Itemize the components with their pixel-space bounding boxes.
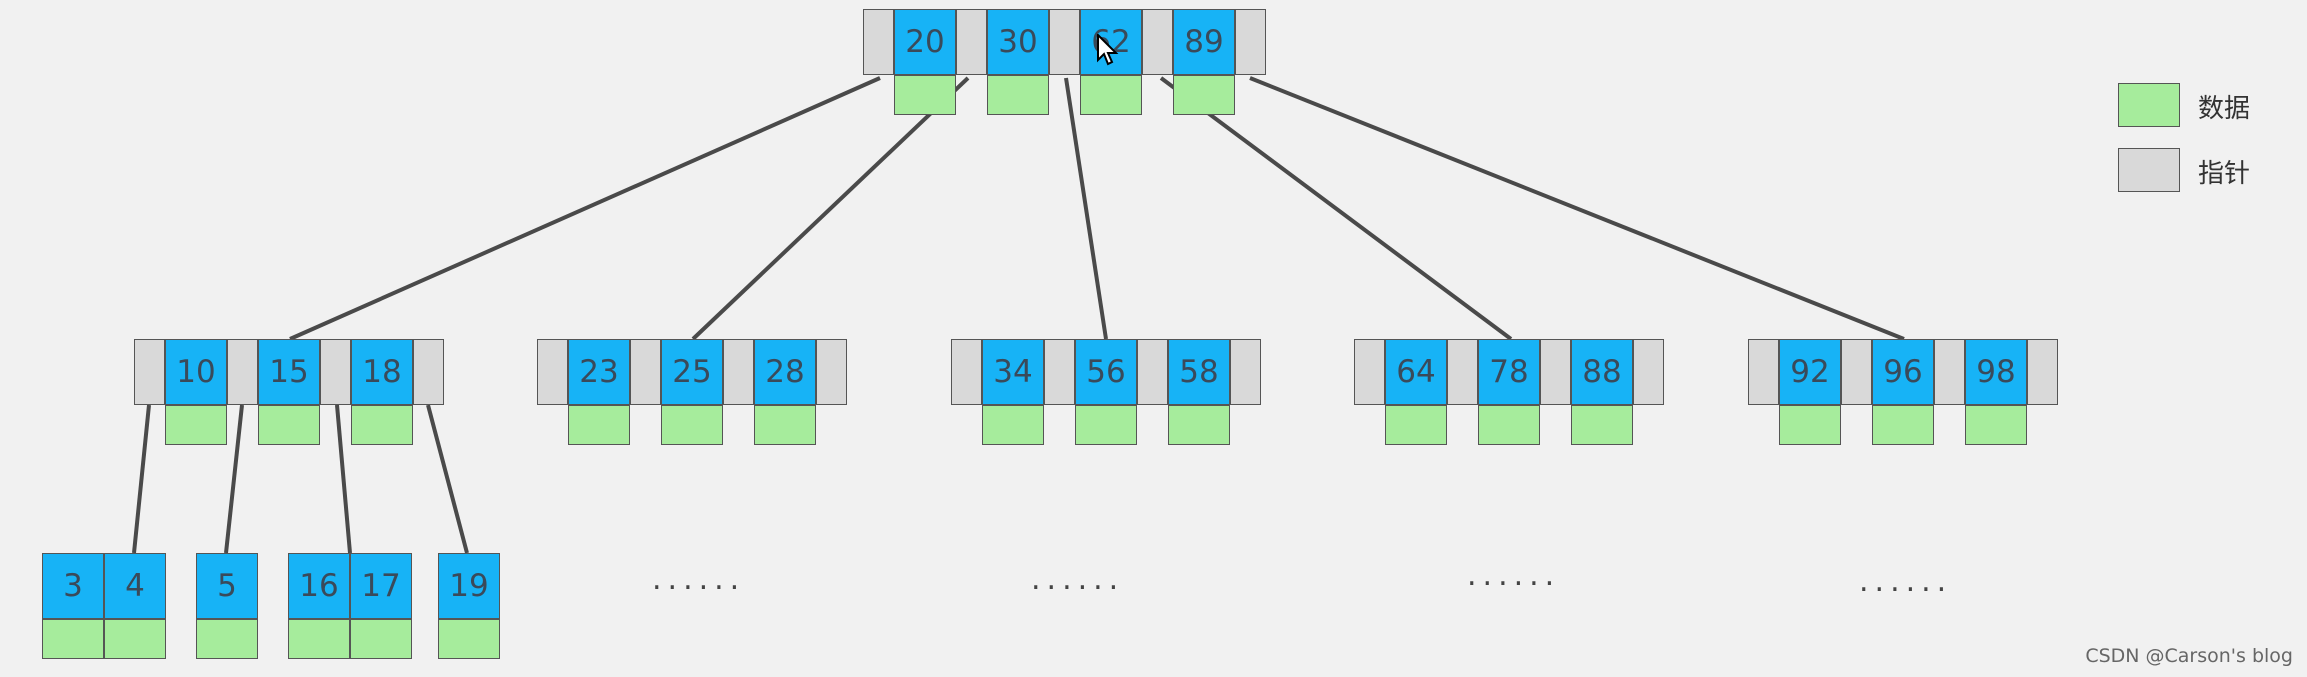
pointer-cell — [1748, 339, 1779, 405]
pointer-cell — [1447, 339, 1478, 405]
pointer-cell — [227, 339, 258, 405]
key-cell: 98 — [1965, 339, 2027, 405]
leaf-key-cell: 19 — [438, 553, 500, 619]
ellipsis-4: ...... — [1859, 564, 1953, 599]
leaf-data-cell — [42, 619, 104, 659]
pointer-cell — [1235, 9, 1266, 75]
tree-edge — [132, 404, 151, 554]
key-cell: 30 — [987, 9, 1049, 75]
pointer-cell — [863, 9, 894, 75]
tree-edge — [1064, 77, 1108, 340]
data-cell — [1571, 405, 1633, 445]
leaf-data-cell — [350, 619, 412, 659]
legend-data-label: 数据 — [2198, 94, 2251, 124]
data-cell — [165, 405, 227, 445]
key-cell: 56 — [1075, 339, 1137, 405]
legend-data-swatch — [2118, 83, 2180, 127]
data-cell — [754, 405, 816, 445]
pointer-cell — [630, 339, 661, 405]
key-cell: 25 — [661, 339, 723, 405]
data-cell — [1080, 75, 1142, 115]
tree-edge — [426, 404, 469, 554]
leaf-data-cell — [288, 619, 350, 659]
leaf-key-cell: 16 — [288, 553, 350, 619]
ellipsis-3: ...... — [1467, 558, 1561, 593]
pointer-cell — [1044, 339, 1075, 405]
pointer-cell — [537, 339, 568, 405]
leaf-data-cell — [196, 619, 258, 659]
data-cell — [1478, 405, 1540, 445]
leaf-key-cell: 3 — [42, 553, 104, 619]
key-cell: 78 — [1478, 339, 1540, 405]
data-cell — [987, 75, 1049, 115]
tree-edge — [224, 404, 244, 554]
pointer-cell — [816, 339, 847, 405]
pointer-cell — [1137, 339, 1168, 405]
data-cell — [258, 405, 320, 445]
leaf-data-cell — [438, 619, 500, 659]
key-cell: 15 — [258, 339, 320, 405]
pointer-cell — [2027, 339, 2058, 405]
data-cell — [1779, 405, 1841, 445]
leaf-key-cell: 17 — [350, 553, 412, 619]
key-cell: 20 — [894, 9, 956, 75]
pointer-cell — [413, 339, 444, 405]
pointer-cell — [1934, 339, 1965, 405]
leaf-key-cell: 5 — [196, 553, 258, 619]
tree-edge — [289, 76, 881, 341]
leaf-data-cell — [104, 619, 166, 659]
pointer-cell — [1354, 339, 1385, 405]
key-cell: 88 — [1571, 339, 1633, 405]
data-cell — [894, 75, 956, 115]
key-cell: 64 — [1385, 339, 1447, 405]
key-cell: 28 — [754, 339, 816, 405]
tree-edge — [335, 404, 352, 554]
key-cell: 34 — [982, 339, 1044, 405]
pointer-cell — [1230, 339, 1261, 405]
data-cell — [568, 405, 630, 445]
pointer-cell — [1841, 339, 1872, 405]
data-cell — [661, 405, 723, 445]
ellipsis-1: ...... — [652, 562, 746, 597]
pointer-cell — [1540, 339, 1571, 405]
pointer-cell — [951, 339, 982, 405]
pointer-cell — [956, 9, 987, 75]
leaf-key-cell: 4 — [104, 553, 166, 619]
legend-pointer-swatch — [2118, 148, 2180, 192]
ellipsis-2: ...... — [1031, 562, 1125, 597]
key-cell: 23 — [568, 339, 630, 405]
data-cell — [982, 405, 1044, 445]
pointer-cell — [1049, 9, 1080, 75]
pointer-cell — [320, 339, 351, 405]
pointer-cell — [723, 339, 754, 405]
data-cell — [1872, 405, 1934, 445]
data-cell — [1965, 405, 2027, 445]
key-cell: 58 — [1168, 339, 1230, 405]
pointer-cell — [1633, 339, 1664, 405]
pointer-cell — [1142, 9, 1173, 75]
key-cell: 18 — [351, 339, 413, 405]
tree-edge — [1159, 76, 1513, 341]
key-cell: 10 — [165, 339, 227, 405]
key-cell: 96 — [1872, 339, 1934, 405]
tree-edge — [691, 76, 970, 341]
data-cell — [1168, 405, 1230, 445]
data-cell — [351, 405, 413, 445]
data-cell — [1173, 75, 1235, 115]
legend-pointer-label: 指针 — [2198, 159, 2251, 189]
pointer-cell — [134, 339, 165, 405]
data-cell — [1385, 405, 1447, 445]
key-cell: 92 — [1779, 339, 1841, 405]
watermark: CSDN @Carson's blog — [2085, 645, 2293, 667]
data-cell — [1075, 405, 1137, 445]
key-cell: 89 — [1173, 9, 1235, 75]
tree-edge — [1249, 76, 1905, 341]
